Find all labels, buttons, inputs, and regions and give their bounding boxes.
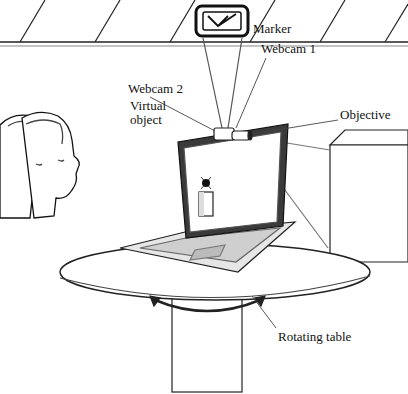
ceiling [0, 0, 408, 46]
people [0, 112, 79, 218]
objective-label: Objective [340, 108, 391, 122]
marker-label: Marker [253, 22, 291, 36]
computer-box [330, 130, 408, 262]
virtual-object [199, 177, 213, 216]
leader-lines [150, 58, 338, 328]
table-label: Rotating table [278, 330, 351, 344]
webcam-label: Webcam 1 [261, 42, 316, 56]
webcam [214, 128, 252, 140]
marker [196, 6, 248, 36]
webcam-label: Webcam 2 [128, 82, 183, 96]
laptop [120, 124, 295, 272]
object-label: Virtual object [130, 99, 182, 127]
